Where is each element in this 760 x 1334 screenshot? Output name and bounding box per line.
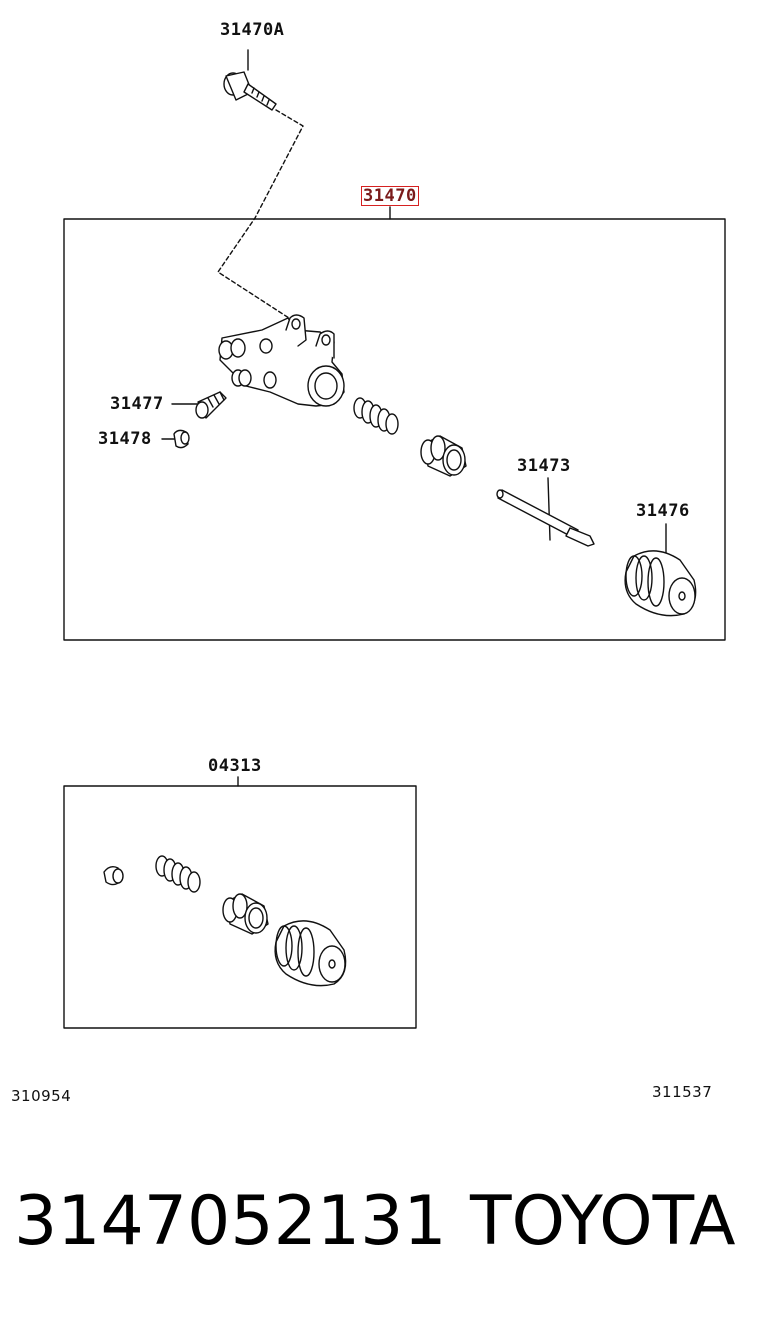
piston-cup-drawing <box>420 435 467 477</box>
bolt-dashed-leader <box>217 109 304 321</box>
release-cylinder-body-drawing <box>218 314 345 407</box>
boot-drawing <box>624 550 697 617</box>
push-rod-drawing <box>496 489 595 547</box>
kit-piston-cup-drawing <box>222 893 269 935</box>
repair-kit-box <box>63 785 417 1029</box>
kit-bleeder-cap-drawing <box>103 865 124 886</box>
footer-part-number: 3147052131 <box>14 1182 447 1261</box>
kit-boot-drawing <box>274 920 347 987</box>
illustration-code-left: 310954 <box>11 1087 72 1105</box>
cylinder-assembly-box <box>63 218 726 641</box>
label-boot-31476[interactable]: 31476 <box>636 501 690 521</box>
label-bleeder-cap-31478[interactable]: 31478 <box>98 429 152 449</box>
illustration-code-right: 311537 <box>652 1083 713 1101</box>
push-rod-leader <box>547 477 551 541</box>
footer-brand: TOYOTA <box>470 1182 736 1261</box>
kit-spring-drawing <box>155 855 201 893</box>
label-bolt-31470a[interactable]: 31470A <box>220 20 285 40</box>
label-cylinder-assembly-31470[interactable]: 31470 <box>361 186 419 206</box>
label-push-rod-31473[interactable]: 31473 <box>517 456 571 476</box>
bleeder-plug-drawing <box>195 391 227 419</box>
label-bleeder-plug-31477[interactable]: 31477 <box>110 394 164 414</box>
bolt-31470a-drawing <box>223 49 277 111</box>
label-repair-kit-04313[interactable]: 04313 <box>208 756 262 776</box>
spring-drawing <box>353 397 399 435</box>
bleeder-cap-drawing <box>173 429 190 449</box>
